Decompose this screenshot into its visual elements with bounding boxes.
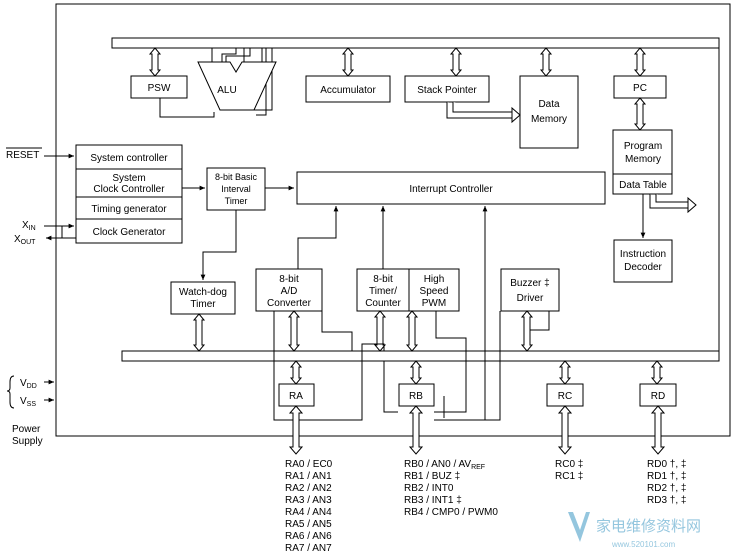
vdd-label: VDD <box>20 378 37 390</box>
instruction-decoder-block <box>613 239 673 283</box>
ra-pin: RA4 / AN4 <box>285 507 332 518</box>
data-table-label: Data Table <box>619 180 667 191</box>
port-rb-label: RB <box>409 391 423 402</box>
bit-label-1: 8-bit Basic <box>215 172 258 182</box>
data-memory-label-2: Memory <box>531 114 567 125</box>
data-memory-block <box>519 75 579 149</box>
ra-pin-list: RA0 / EC0 RA1 / AN1 RA2 / AN2 RA3 / AN3 … <box>285 459 333 554</box>
high-speed-pwm-block <box>408 268 460 312</box>
ra-pin: RA7 / AN7 <box>285 543 332 554</box>
pwm-label-1: High <box>424 274 445 285</box>
port-ra-label: RA <box>289 391 303 402</box>
ra-pin: RA2 / AN2 <box>285 483 332 494</box>
watermark-logo-icon <box>568 512 590 542</box>
tc-label-3: Counter <box>365 298 401 309</box>
rd-pin-list: RD0 †, ‡ RD1 †, ‡ RD2 †, ‡ RD3 †, ‡ <box>647 459 686 506</box>
program-memory-label-2: Memory <box>625 154 661 165</box>
watermark: 家电维修资料网 www.520101.com <box>568 512 701 549</box>
watchdog-label-2: Timer <box>190 299 216 310</box>
ra-pin: RA6 / AN6 <box>285 531 332 542</box>
rb-pin-list: RB0 / AN0 / AVREF RB1 / BUZ ‡ RB2 / INT0… <box>404 459 498 518</box>
pwm-label-2: Speed <box>420 286 449 297</box>
ad-converter-block <box>255 268 323 312</box>
clock-generator-label: Clock Generator <box>93 227 166 238</box>
alu-block <box>197 61 277 111</box>
buzzer-label-1: Buzzer ‡ <box>510 278 549 289</box>
rd-pin: RD3 †, ‡ <box>647 495 686 506</box>
system-clock-controller-label-2: Clock Controller <box>93 184 165 195</box>
ra-pin: RA3 / AN3 <box>285 495 332 506</box>
rb-pin: RB0 / AN0 / AVREF <box>404 459 485 471</box>
port-rd-label: RD <box>651 391 665 402</box>
rb-pin: RB1 / BUZ ‡ <box>404 471 460 482</box>
ad-label-2: A/D <box>281 286 298 297</box>
accumulator-label: Accumulator <box>320 85 376 96</box>
tc-label-2: Timer/ <box>369 286 397 297</box>
program-memory-label-1: Program <box>624 141 662 152</box>
tc-label-1: 8-bit <box>373 274 393 285</box>
basic-interval-timer-block <box>206 167 266 211</box>
watchdog-label-1: Watch-dog <box>179 287 227 298</box>
timing-generator-label: Timing generator <box>91 204 167 215</box>
rc-pin: RC1 ‡ <box>555 471 583 482</box>
system-clock-controller-label-1: System <box>112 173 145 184</box>
internal-bus-top <box>111 37 720 49</box>
rd-pin: RD1 †, ‡ <box>647 471 686 482</box>
rc-pin: RC0 ‡ <box>555 459 583 470</box>
data-memory-label-1: Data <box>538 99 560 110</box>
watchdog-timer-block <box>170 281 236 315</box>
bit-label-3: Timer <box>225 196 248 206</box>
system-control-stack <box>75 144 183 244</box>
power-supply-label-1: Power <box>12 424 41 435</box>
buzzer-label-2: Driver <box>517 293 544 304</box>
psw-label: PSW <box>148 83 171 94</box>
xin-label: XIN <box>22 220 36 232</box>
rb-pin: RB3 / INT1 ‡ <box>404 495 462 506</box>
interrupt-controller-block <box>296 171 606 205</box>
rd-pin: RD0 †, ‡ <box>647 459 686 470</box>
ra-pin: RA1 / AN1 <box>285 471 332 482</box>
ra-pin: RA0 / EC0 <box>285 459 333 470</box>
pin-arrows <box>288 405 666 455</box>
stack-pointer-label: Stack Pointer <box>417 85 477 96</box>
ra-pin: RA5 / AN5 <box>285 519 332 530</box>
bit-label-2: Interval <box>221 184 251 194</box>
rb-pin: RB2 / INT0 <box>404 483 454 494</box>
rb-pin: RB4 / CMP0 / PWM0 <box>404 507 498 518</box>
vss-label: VSS <box>20 396 36 408</box>
ad-label-1: 8-bit <box>279 274 299 285</box>
port-rc-label: RC <box>558 391 572 402</box>
program-memory-block <box>612 129 673 195</box>
rd-pin: RD2 †, ‡ <box>647 483 686 494</box>
port-signal-lines <box>273 311 550 421</box>
alu-label: ALU <box>217 85 236 96</box>
power-supply-label-2: Supply <box>12 436 43 447</box>
ad-label-3: Converter <box>267 298 312 309</box>
bottom-bus-arrows <box>192 310 664 385</box>
pwm-label-3: PWM <box>422 298 446 309</box>
buzzer-driver-block <box>500 268 560 312</box>
interrupt-controller-label: Interrupt Controller <box>409 184 493 195</box>
psw-block <box>130 75 188 99</box>
instruction-decoder-label-1: Instruction <box>620 249 666 260</box>
sp-to-data-memory-arrow <box>446 102 521 124</box>
watermark-url-text: www.520101.com <box>611 540 675 549</box>
xout-label: XOUT <box>14 234 36 246</box>
program-memory-out-arrow <box>649 194 697 214</box>
watermark-cn-text: 家电维修资料网 <box>596 518 701 535</box>
stack-pointer-block <box>404 75 490 103</box>
rc-pin-list: RC0 ‡ RC1 ‡ <box>555 459 583 482</box>
pc-to-program-memory-arrow <box>633 97 647 131</box>
internal-bus-bottom <box>121 350 720 362</box>
reset-signal-label: RESET <box>6 150 39 161</box>
accumulator-block <box>305 75 391 103</box>
instruction-decoder-label-2: Decoder <box>624 262 662 273</box>
chip-outline <box>55 3 731 437</box>
pc-label: PC <box>633 83 647 94</box>
system-controller-label: System controller <box>90 153 168 164</box>
